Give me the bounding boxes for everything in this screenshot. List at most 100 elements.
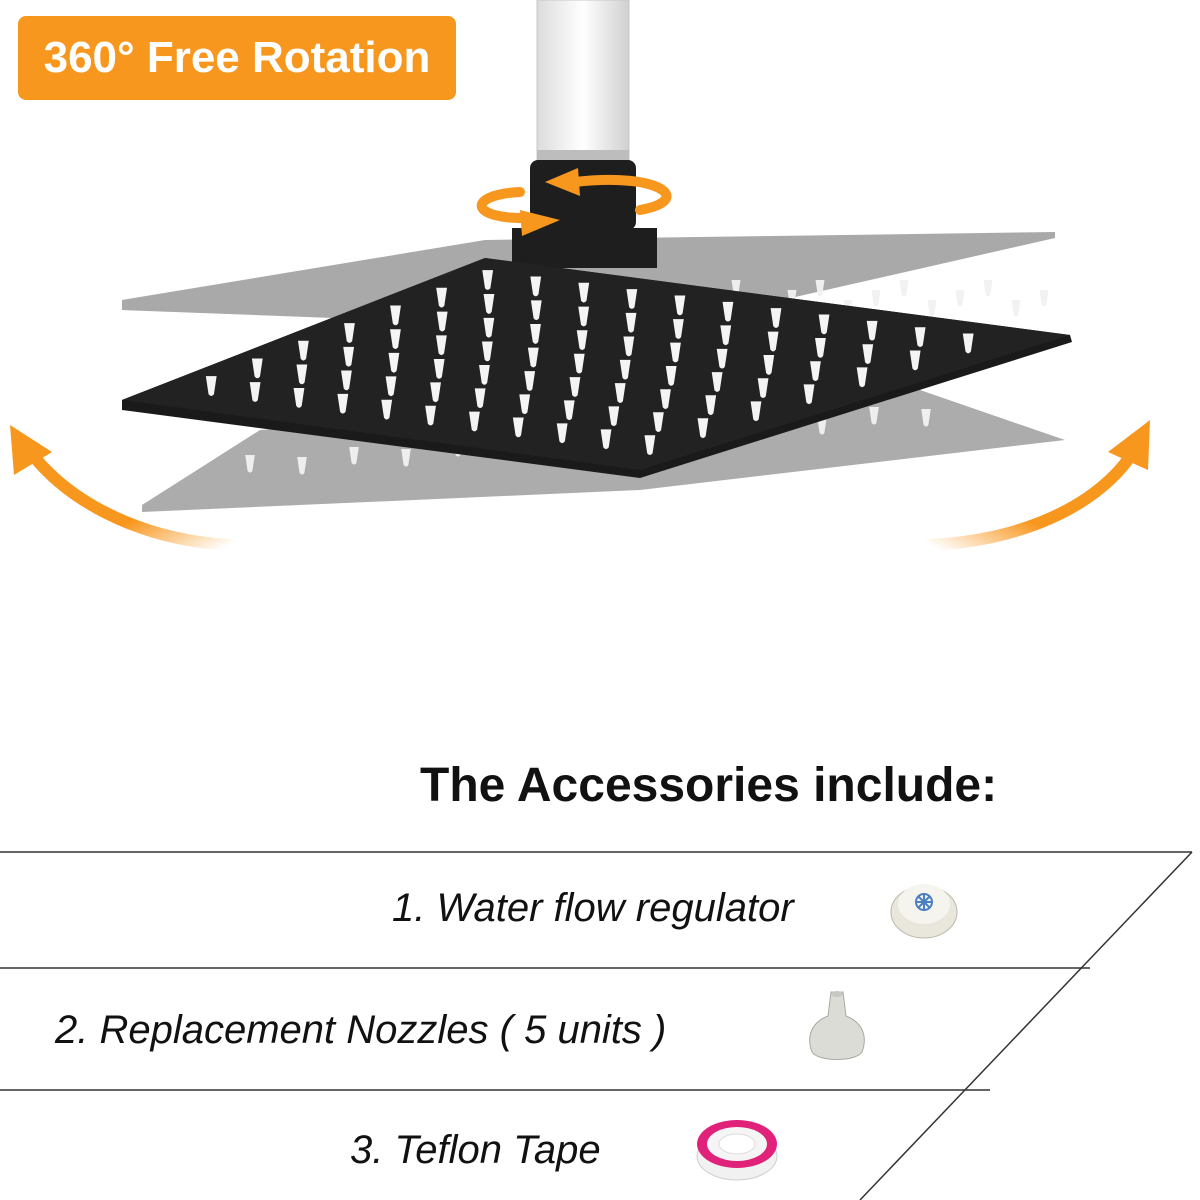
nozzle (619, 359, 631, 380)
accessory-item-1: 1. Water flow regulator (392, 886, 794, 930)
nozzle (425, 405, 436, 426)
nozzle (625, 312, 637, 333)
nozzle (563, 400, 575, 421)
accessories-table-lines (0, 851, 1193, 1200)
nozzle (481, 341, 493, 362)
ceiling-pipe (536, 0, 630, 161)
nozzle (670, 342, 681, 363)
nozzle (436, 311, 448, 332)
nozzle (569, 377, 581, 397)
nozzle (296, 364, 308, 385)
nozzle (205, 376, 217, 396)
nozzle (430, 382, 441, 403)
accessory-item-2: 2. Replacement Nozzles ( 5 units ) (55, 1008, 667, 1052)
nozzle (722, 301, 734, 322)
nozzle (388, 352, 400, 373)
nozzle (530, 276, 542, 297)
nozzle (349, 447, 359, 465)
nozzle (297, 457, 307, 475)
nozzle (856, 367, 868, 388)
nozzle (293, 387, 305, 408)
nozzle (955, 290, 965, 307)
nozzle (866, 320, 878, 341)
nozzle (530, 300, 542, 321)
nozzle (390, 329, 401, 350)
teflon-tape-icon (696, 1120, 778, 1181)
nozzle (578, 282, 590, 303)
nozzle (869, 407, 879, 425)
nozzle (524, 371, 536, 391)
nozzle (705, 395, 717, 416)
nozzle (927, 300, 937, 317)
nozzle (674, 295, 686, 316)
nozzle (818, 314, 830, 335)
nozzle (573, 353, 585, 374)
nozzle (482, 270, 494, 290)
nozzle (983, 280, 993, 297)
nozzle (672, 319, 684, 339)
nozzle (899, 280, 909, 297)
nozzle (530, 324, 541, 344)
nozzle (401, 449, 411, 467)
nozzle (249, 382, 261, 402)
rotation-arrow-icon (476, 174, 672, 224)
nozzle (810, 361, 821, 382)
nozzle (623, 336, 635, 357)
nozzle (757, 378, 769, 399)
nozzle (390, 305, 401, 326)
nozzle (767, 331, 779, 352)
nozzle (435, 335, 447, 356)
nozzle (711, 372, 723, 392)
nozzle (344, 323, 355, 343)
nozzle (576, 330, 588, 351)
accessories-heading: The Accessories include: (420, 759, 998, 812)
nozzle (381, 399, 393, 420)
nozzle (483, 294, 495, 314)
nozzle (337, 393, 349, 414)
nozzle (614, 383, 626, 403)
nozzle (600, 429, 612, 450)
nozzle (1039, 290, 1049, 307)
nozzle-icon (809, 991, 865, 1060)
nozzle (716, 348, 728, 369)
nozzle (479, 365, 490, 385)
nozzle (720, 325, 732, 346)
nozzle (644, 435, 656, 456)
nozzle (1011, 300, 1021, 317)
nozzle (251, 358, 263, 379)
nozzle (921, 409, 931, 427)
nozzle (512, 417, 524, 438)
nozzle (519, 394, 531, 415)
nozzle (474, 388, 486, 409)
nozzle (763, 355, 775, 375)
nozzle (660, 389, 671, 410)
nozzle (909, 350, 921, 371)
nozzle (385, 376, 397, 397)
nozzle (962, 333, 974, 354)
nozzle (871, 290, 881, 307)
nozzle (862, 344, 874, 365)
nozzle (483, 317, 495, 338)
shower-head-illustration (10, 0, 1150, 551)
nozzle (626, 289, 638, 309)
nozzle (914, 327, 926, 347)
nozzle (652, 412, 664, 433)
nozzle (697, 418, 709, 439)
nozzle (341, 370, 352, 391)
rotation-badge: 360° Free Rotation (18, 16, 456, 100)
nozzle (750, 401, 762, 422)
nozzle (815, 337, 826, 358)
nozzle (245, 455, 255, 473)
nozzle (665, 366, 677, 386)
nozzle (608, 406, 620, 427)
nozzle (815, 280, 825, 297)
nozzle (578, 306, 590, 327)
nozzle (556, 423, 568, 444)
tilt-arrow-left-icon (16, 434, 236, 551)
nozzle (803, 384, 815, 405)
nozzle (436, 287, 448, 308)
nozzle (770, 308, 782, 328)
flow-regulator-icon (890, 884, 958, 939)
accessory-item-3: 3. Teflon Tape (350, 1128, 601, 1172)
nozzle (297, 340, 309, 361)
